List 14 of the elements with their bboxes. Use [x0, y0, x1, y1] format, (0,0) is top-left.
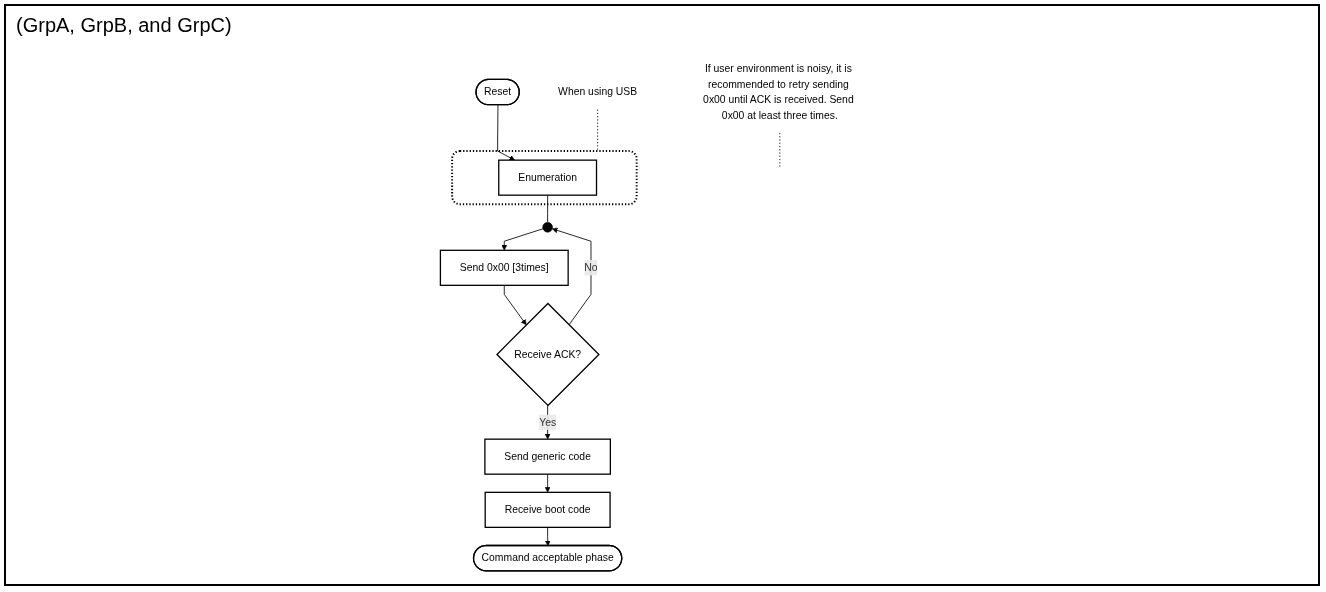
- node-diamond: Receive ACK?: [496, 302, 600, 407]
- node-box: Send generic code: [484, 438, 611, 475]
- cluster: [451, 150, 638, 206]
- node-box: Enumeration: [498, 159, 598, 196]
- edge-label: Yes: [539, 416, 557, 428]
- node-text: If user environment is noisy, it is recommended to retry sending 0x00 until ACK is received. Send 0x00 at least three times.: [703, 62, 854, 121]
- node-box: Receive boot code: [484, 491, 611, 528]
- node-text: When using USB: [558, 86, 638, 98]
- diagram-title: (GrpA, GrpB, and GrpC): [16, 14, 232, 37]
- node-box: Send 0x00 [3times]: [439, 249, 569, 286]
- connector: [547, 194, 549, 223]
- connector: [597, 109, 599, 152]
- node-circle: [542, 222, 553, 233]
- edge-label: No: [584, 261, 598, 273]
